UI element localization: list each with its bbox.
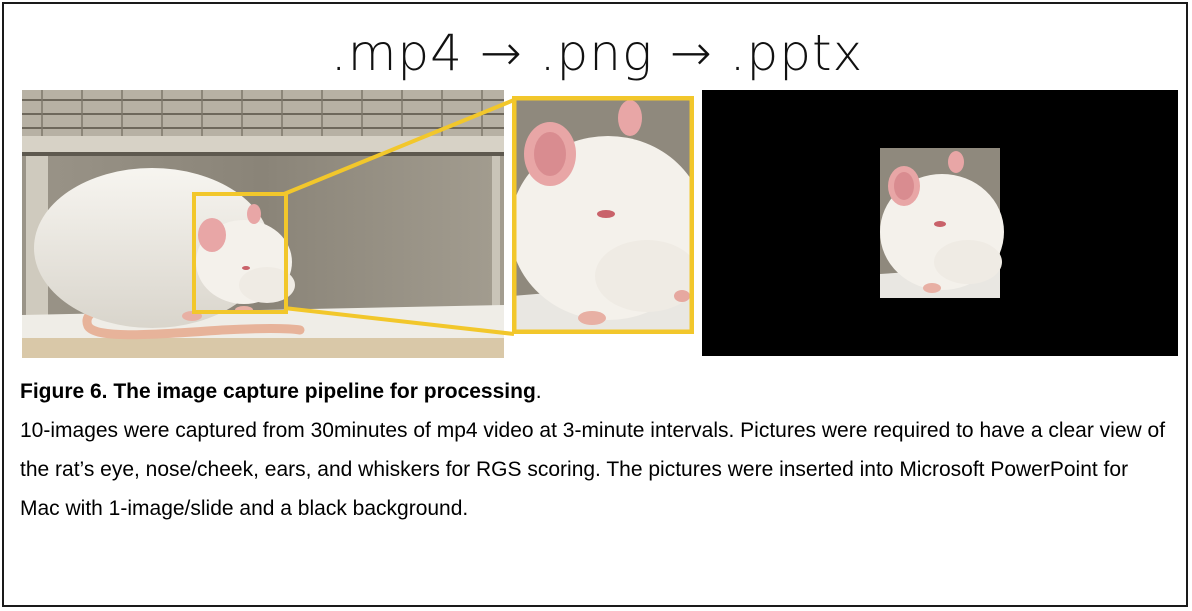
figure-caption: Figure 6. The image capture pipeline for…: [20, 372, 1170, 528]
png-cropped-face: [512, 96, 694, 334]
pipeline-title: .mp4 → .png → .pptx: [330, 24, 864, 82]
caption-title: Figure 6. The image capture pipeline for…: [20, 380, 536, 403]
zoom-connector: [283, 98, 514, 336]
caption-title-line: Figure 6. The image capture pipeline for…: [20, 372, 1170, 411]
pptx-slide: [702, 90, 1178, 356]
caption-title-period: .: [535, 380, 542, 403]
mp4-video-frame: [22, 90, 504, 358]
caption-body: 10-images were captured from 30minutes o…: [20, 419, 1166, 520]
